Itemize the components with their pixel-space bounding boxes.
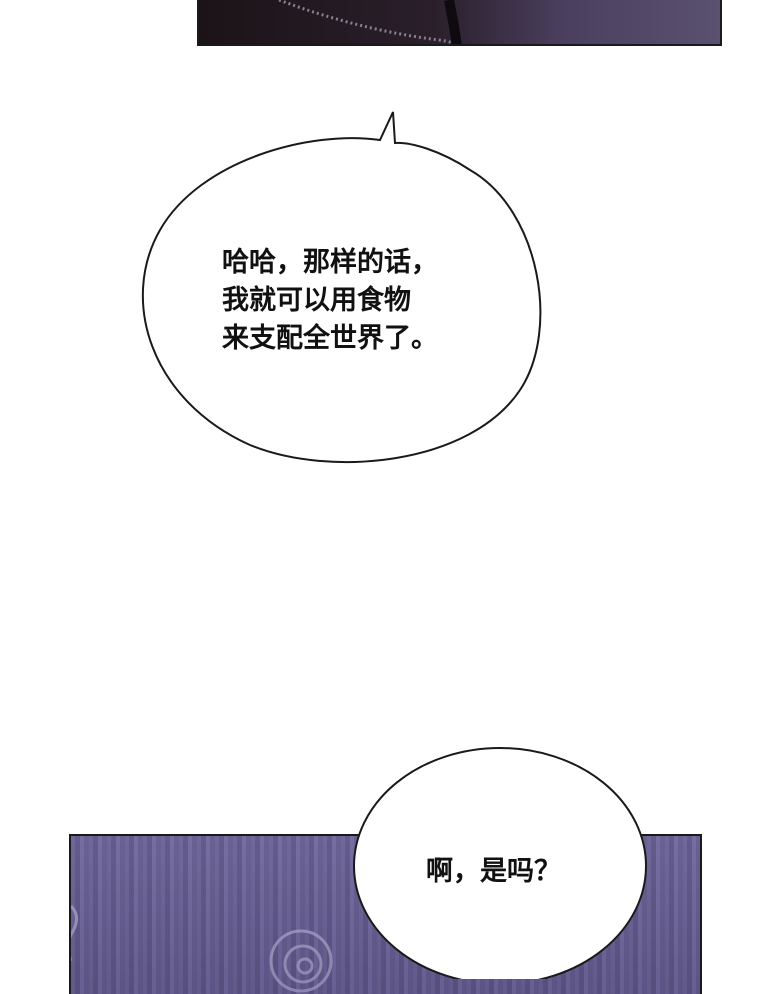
top-comic-panel	[197, 0, 722, 46]
speech-bubble-1-text: 哈哈，那样的话， 我就可以用食物 来支配全世界了。	[222, 244, 438, 358]
swirl-decoration	[71, 904, 333, 993]
bubble-2-line-1: 啊，是吗？	[426, 856, 561, 887]
bubble-1-line-2: 我就可以用食物	[222, 285, 411, 316]
speech-bubble-2-text: 啊，是吗？	[426, 853, 561, 891]
bubble-1-line-3: 来支配全世界了。	[222, 323, 438, 354]
bottom-comic-panel	[69, 834, 702, 994]
bubble-1-line-1: 哈哈，那样的话，	[222, 247, 438, 278]
panel-art-necklace	[278, 0, 462, 44]
